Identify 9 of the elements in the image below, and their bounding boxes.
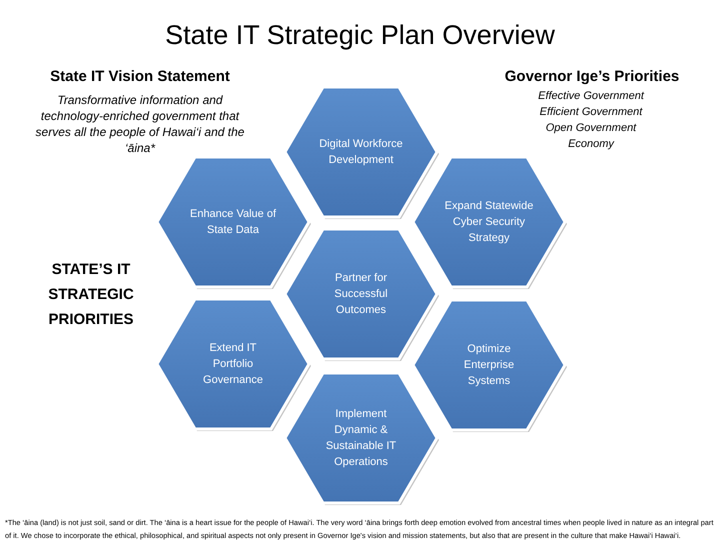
priority-item: Effective Government (538, 89, 644, 104)
vision-statement: Transformative information and technology-enriched government that serves all the people of Hawai‘i and the ‘āina* (34, 92, 246, 156)
section-heading: State IT Vision Statement (50, 67, 230, 87)
priority-item: Efficient Government (540, 105, 642, 120)
slide-title: State IT Strategic Plan Overview (165, 19, 555, 52)
priority-item: Economy (568, 137, 614, 152)
section-heading: Governor Ige’s Priorities (504, 67, 680, 87)
side-heading: STATE’S IT STRATEGIC PRIORITIES (47, 260, 135, 330)
priority-item: Open Government (546, 121, 636, 136)
